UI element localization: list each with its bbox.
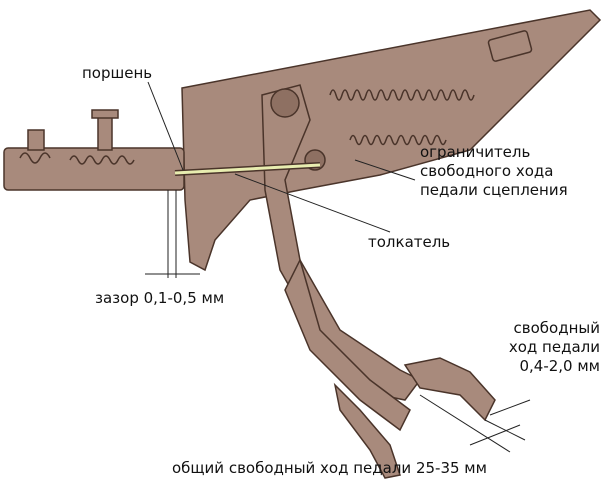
return-spring — [329, 89, 475, 101]
pedal-pad — [403, 357, 496, 422]
pedal-bracket — [181, 9, 602, 272]
label-limiter-line: педали сцепления — [420, 181, 568, 199]
label-limiter: ограничитель свободного хода педали сцеп… — [420, 143, 568, 200]
label-free-travel-line: свободный — [513, 319, 600, 337]
label-pushrod: толкатель — [368, 233, 451, 251]
label-limiter-line: ограничитель — [420, 143, 531, 161]
pedal-arm — [261, 84, 422, 401]
label-limiter-line: свободного хода — [420, 162, 554, 180]
label-free-travel: свободный ход педали 0,4-2,0 мм — [509, 319, 600, 376]
label-gap: зазор 0,1-0,5 мм — [95, 289, 225, 307]
label-total-travel: общий свободный ход педали 25-35 мм — [172, 459, 487, 477]
label-piston: поршень — [82, 64, 153, 82]
label-free-travel-line: 0,4-2,0 мм — [519, 357, 600, 375]
label-free-travel-line: ход педали — [508, 338, 600, 356]
master-cylinder — [3, 147, 185, 191]
